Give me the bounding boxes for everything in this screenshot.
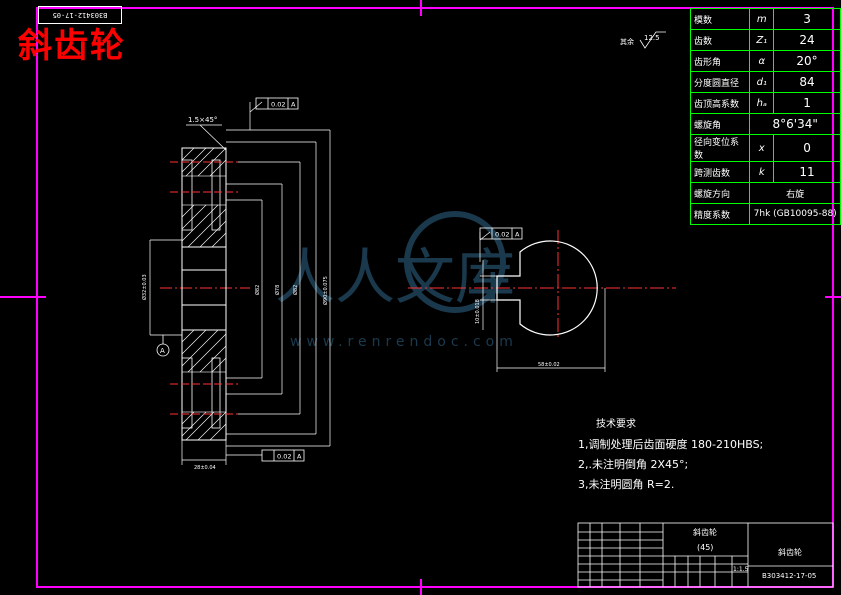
title-block <box>577 522 834 588</box>
tech-requirement-2: 2,.未注明倒角 2X45°; <box>578 458 689 471</box>
tolerance-frame-keyway: 0.02 A <box>479 227 523 240</box>
param-label: 分度圆直径 <box>689 71 751 93</box>
drawing-title: 斜齿轮 <box>18 26 126 66</box>
param-value: 11 <box>773 161 841 183</box>
d-b-label: Ø78 <box>274 285 281 295</box>
watermark-url: www.renrendoc.com <box>290 334 518 350</box>
title-block-material: (45) <box>697 543 714 552</box>
tech-requirements-title: 技术要求 <box>596 419 636 430</box>
hatch-upper <box>181 147 227 248</box>
roughness-value: 12.5 <box>644 34 660 42</box>
width-label: 28±0.04 <box>194 465 216 471</box>
param-label: 齿数 <box>689 29 751 51</box>
tol-datum-bottom: A <box>297 453 302 461</box>
tol-datum-keyway: A <box>515 231 520 239</box>
param-symbol: x <box>749 134 775 162</box>
param-label: 齿顶高系数 <box>689 92 751 114</box>
param-symbol: α <box>749 50 775 72</box>
datum-a-symbol <box>156 343 170 357</box>
param-value: 24 <box>773 29 841 51</box>
top-drawing-code: B303412-17-05 <box>38 6 122 24</box>
d-c-label: Ø82 <box>292 285 299 295</box>
param-value: 20° <box>773 50 841 72</box>
param-symbol: hₐ <box>749 92 775 114</box>
chamfer-label: 1.5×45° <box>188 116 217 124</box>
param-value: 8°6'34" <box>749 113 841 135</box>
title-block-drawing-name: 斜齿轮 <box>778 548 802 557</box>
hatch-lower <box>181 329 227 441</box>
tol-value-top: 0.02 <box>271 101 285 109</box>
keyway-width-label: 10±0.018 <box>475 299 481 324</box>
bore-label: Ø32±0.03 <box>141 274 148 300</box>
roughness-symbol: 其余 12.5 <box>620 31 666 49</box>
param-value: 3 <box>773 8 841 30</box>
tol-value-bottom: 0.02 <box>277 453 291 461</box>
param-label: 跨测齿数 <box>689 161 751 183</box>
param-value: 0 <box>773 134 841 162</box>
keyway-dim-label: 58±0.02 <box>538 362 560 368</box>
param-label: 齿形角 <box>689 50 751 72</box>
tolerance-frame-top: 0.02 A <box>255 97 299 110</box>
watermark: 人人文库 www.renrendoc.com <box>275 211 518 350</box>
tol-datum-top: A <box>291 101 296 109</box>
param-symbol: m <box>749 8 775 30</box>
title-block-part-name: 斜齿轮 <box>693 528 717 537</box>
bore-circle <box>496 240 598 336</box>
tolerance-frame-bottom: 0.02 A <box>261 449 305 462</box>
bore-view: 0.02 A 58±0.02 10±0.018 <box>408 227 676 372</box>
gear-section-view: A 0.02 A 0.02 A 1.5×45° 28±0.04 Ø32±0.03… <box>141 97 331 471</box>
param-symbol: Z₁ <box>749 29 775 51</box>
param-label: 径向变位系数 <box>689 134 751 162</box>
param-value: 右旋 <box>749 182 841 204</box>
tech-requirement-1: 1,调制处理后齿面硬度 180-210HBS; <box>578 438 764 451</box>
param-symbol: d₁ <box>749 71 775 93</box>
d-a-label: Ø82 <box>254 285 261 295</box>
param-label: 螺旋方向 <box>689 182 751 204</box>
title-block-drawing-code: B303412-17-05 <box>762 572 817 580</box>
param-label: 螺旋角 <box>689 113 751 135</box>
param-row: 螺旋方向右旋 <box>689 182 841 204</box>
param-value: 1 <box>773 92 841 114</box>
d-out-label: Ø90±0.075 <box>322 276 329 305</box>
roughness-note: 其余 <box>620 37 634 46</box>
param-value: 7hk (GB10095-88) <box>749 203 841 225</box>
tech-requirement-3: 3,未注明圆角 R=2. <box>578 478 675 491</box>
watermark-text: 人人文库 <box>275 243 515 313</box>
param-label: 模数 <box>689 8 751 30</box>
param-label: 精度系数 <box>689 203 751 225</box>
datum-a-label: A <box>160 347 165 355</box>
param-symbol: k <box>749 161 775 183</box>
param-value: 84 <box>773 71 841 93</box>
tol-value-keyway: 0.02 <box>495 231 509 239</box>
title-block-scale: 1:1.5 <box>733 566 749 573</box>
